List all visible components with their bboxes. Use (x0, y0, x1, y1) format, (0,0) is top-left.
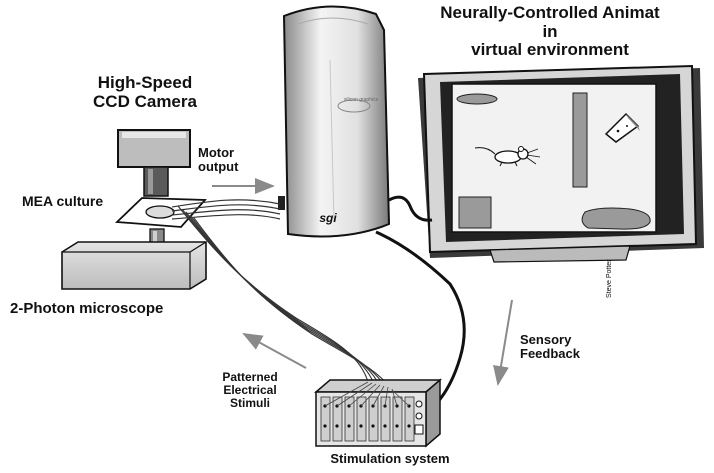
camera-label-line2: CCD Camera (93, 91, 197, 111)
patterned-stimuli-label: Patterned Electrical Stimuli (200, 370, 300, 411)
sensory-feedback-arrow (493, 299, 513, 386)
sgi-logo: sgi (319, 211, 337, 225)
microscope-stage-icon (61, 241, 207, 290)
artist-credit: Steve Potter (606, 259, 613, 298)
camera-label: High-Speed CCD Camera (70, 73, 220, 111)
mea-label: MEA culture (22, 193, 104, 209)
motor-label-line2: output (198, 159, 239, 175)
microscope-label: 2-Photon microscope (10, 300, 164, 317)
camera-label-line1: High-Speed (97, 73, 193, 92)
sensory-feedback-label: Sensory Feedback (520, 332, 620, 362)
patterned-label-line2: Electrical (223, 383, 277, 398)
computer-tower-icon (278, 5, 391, 238)
motor-output-label: Motor output (198, 145, 288, 175)
animat-title: Neurally-Controlled Animat in virtual en… (400, 3, 700, 60)
stimulation-system-label: Stimulation system (330, 451, 450, 466)
ccd-camera-icon (117, 129, 191, 197)
monitor-icon (418, 64, 704, 263)
patterned-label-line1: Patterned (222, 370, 278, 384)
cheese-icon (604, 112, 640, 143)
patterned-stimuli-arrow (242, 333, 307, 369)
video-cable (388, 195, 433, 222)
animat-title-line3: virtual environment (471, 40, 629, 60)
mouse-icon (474, 146, 541, 167)
sensory-label-line1: Sensory (520, 332, 572, 347)
ribbon-cable-stim (177, 205, 393, 391)
motor-label-line1: Motor (198, 145, 235, 160)
animat-title-line1: Neurally-Controlled Animat (440, 3, 660, 22)
computer-brand-text: silicon graphics (343, 97, 379, 103)
stimulator-box-icon (313, 378, 443, 448)
virtual-environment (456, 92, 651, 230)
stim-control-cable (375, 230, 466, 412)
animat-title-line2: in (542, 21, 558, 41)
patterned-label-line3: Stimuli (229, 396, 270, 411)
sensory-label-line2: Feedback (520, 346, 580, 362)
